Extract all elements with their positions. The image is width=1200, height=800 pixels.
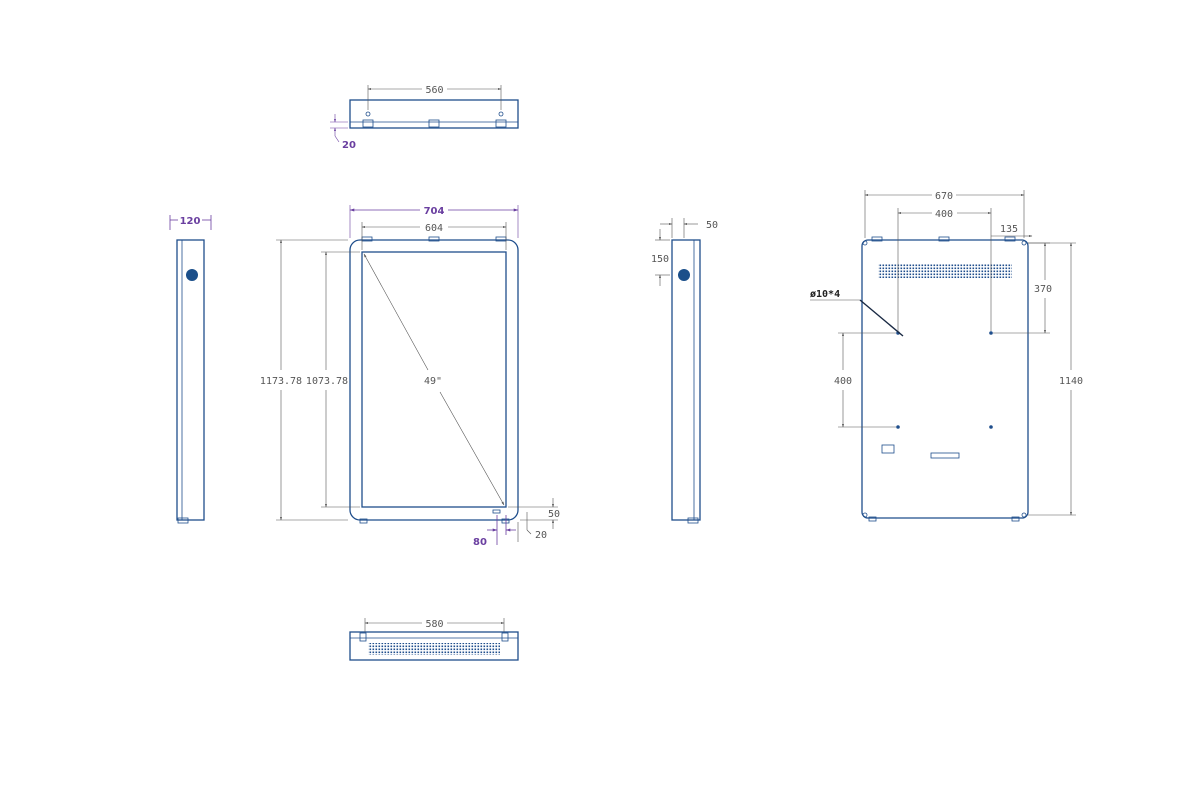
dim-back-hole-spacing-y: 400 [834, 376, 852, 387]
right-side-view: 50 150 [651, 218, 718, 524]
bottom-view: 580 [349, 618, 519, 661]
vesa-hole-bottom-right [989, 425, 993, 429]
dim-back-overall-width: 670 [935, 191, 953, 202]
top-view-bracket-left [362, 119, 374, 128]
vesa-hole-bottom-left [896, 425, 900, 429]
dim-front-inner-height: 1073.78 [306, 376, 348, 387]
right-side-body [671, 239, 701, 521]
front-screen [361, 251, 507, 508]
front-frame [349, 239, 519, 521]
bottom-view-body [349, 631, 519, 661]
dim-back-top-offset: 370 [1034, 284, 1052, 295]
dim-left-depth: 120 [180, 216, 201, 227]
dim-back-hole-spacing-x: 400 [935, 209, 953, 220]
right-side-marker [678, 269, 690, 281]
dim-right-marker-offset: 150 [651, 254, 669, 265]
top-view: 560 20 [330, 85, 519, 151]
dim-right-depth: 50 [706, 220, 718, 231]
dim-front-side-gap: 20 [535, 530, 547, 541]
dim-front-outer-width: 704 [424, 206, 445, 217]
front-sensor [492, 509, 501, 514]
dim-back-overall-height: 1140 [1059, 376, 1083, 387]
dim-top-height: 20 [342, 140, 356, 151]
dim-back-right-offset: 135 [1000, 224, 1018, 235]
back-vent-grille [878, 264, 1012, 278]
hole-callout: ø10*4 [810, 289, 840, 300]
left-side-body [176, 239, 205, 521]
back-panel [861, 239, 1029, 519]
back-slot [930, 452, 960, 459]
vesa-hole-top-right [989, 331, 993, 335]
top-view-hole-right [498, 111, 504, 117]
left-side-marker [186, 269, 198, 281]
top-view-body [349, 99, 519, 129]
bottom-vent-grille [368, 643, 500, 655]
top-view-bracket-center [428, 119, 440, 128]
dim-front-sensor-offset: 80 [473, 537, 487, 548]
dim-front-inner-width: 604 [425, 223, 443, 234]
left-side-view: 120 [169, 215, 212, 524]
dim-bottom-width: 580 [425, 619, 443, 630]
front-view: 49" 704 604 1173.78 1073.78 50 [260, 205, 560, 548]
dim-screen-diagonal: 49" [424, 376, 442, 387]
dim-front-bottom-border: 50 [548, 509, 560, 520]
top-view-hole-left [365, 111, 371, 117]
top-view-bracket-right [495, 119, 507, 128]
dim-front-outer-height: 1173.78 [260, 376, 302, 387]
back-view: 670 400 135 370 400 1140 ø10*4 [810, 190, 1083, 522]
back-connector-port [881, 444, 895, 454]
dim-top-width: 560 [425, 85, 443, 96]
